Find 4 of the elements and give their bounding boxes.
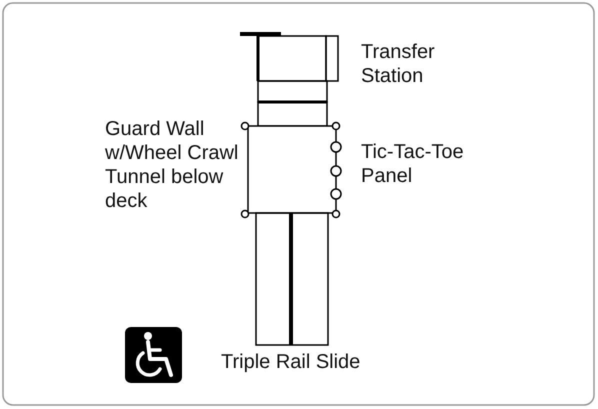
part-label: Transfer Station [361, 40, 436, 88]
part-label: Triple Rail Slide [221, 350, 362, 374]
part-label: Tic-Tac-Toe Panel [361, 140, 465, 188]
part-label: Guard Wall w/Wheel Crawl Tunnel below deck [105, 117, 240, 213]
